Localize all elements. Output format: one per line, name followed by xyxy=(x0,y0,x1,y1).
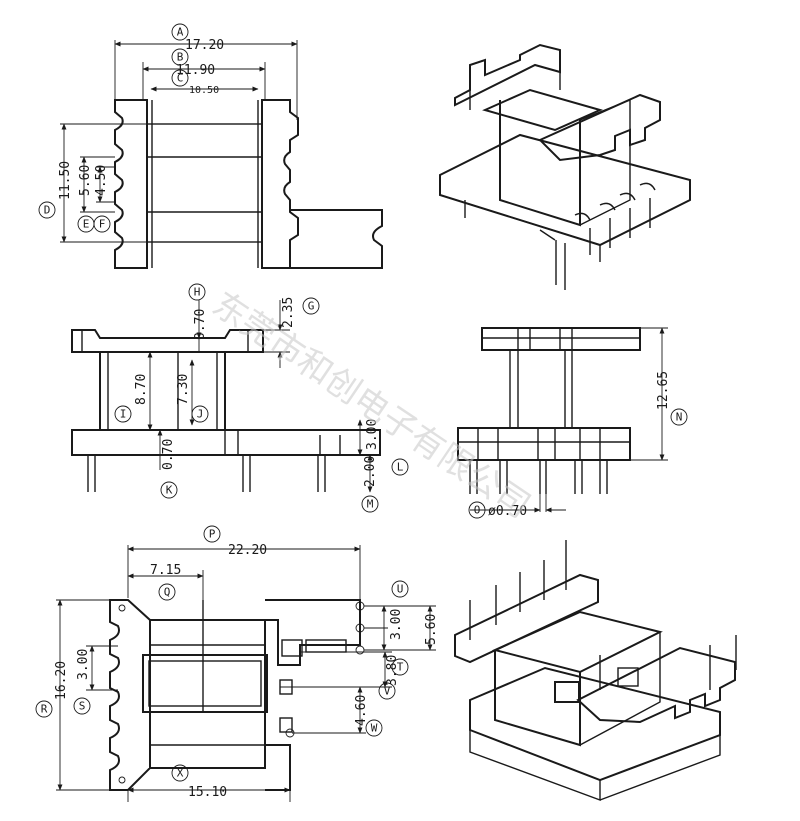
dim-i: 8.70 xyxy=(134,374,149,405)
dim-d: 11.50 xyxy=(58,161,73,200)
dim-l: 3.00 xyxy=(365,419,380,450)
bottom-view: 22.20 P 7.15 Q 16.20 R xyxy=(35,525,439,802)
callout-g: G xyxy=(308,300,315,313)
dim-x: 15.10 xyxy=(188,785,227,800)
dim-u2: 5.60 xyxy=(424,614,439,645)
isometric-view-top xyxy=(439,43,691,290)
callout-q: Q xyxy=(164,586,171,599)
dim-p: 22.20 xyxy=(228,543,267,558)
callout-u: U xyxy=(397,583,404,596)
dim-h: 0.70 xyxy=(193,309,208,340)
callout-n: N xyxy=(676,411,683,424)
callout-v: V xyxy=(384,685,391,698)
dim-n: 12.65 xyxy=(656,371,671,410)
dim-o: ø0.70 xyxy=(488,504,527,519)
dim-q: 7.15 xyxy=(150,563,181,578)
callout-s: S xyxy=(79,700,86,713)
dim-r: 16.20 xyxy=(54,661,69,700)
dim-a: 17.20 xyxy=(185,38,224,53)
callout-c: C xyxy=(177,72,184,85)
callout-m: M xyxy=(367,498,374,511)
front-view: 8.70 7.30 0.70 2.35 0.70 3.00 2.00 H G I… xyxy=(71,283,409,513)
dim-b: 11.90 xyxy=(176,63,215,78)
dim-j: 7.30 xyxy=(176,374,191,405)
callout-b: B xyxy=(177,51,184,64)
callout-i: I xyxy=(120,408,127,421)
side-view: 12.65 N ø0.70 O xyxy=(457,327,688,519)
dim-e: 5.60 xyxy=(78,165,93,196)
dim-c: 10.50 xyxy=(189,85,219,96)
dim-u: 3.00 xyxy=(389,609,404,640)
dim-f: 4.50 xyxy=(94,165,109,196)
callout-h: H xyxy=(194,286,201,299)
callout-l: L xyxy=(397,461,404,474)
callout-x: X xyxy=(177,767,184,780)
watermark-text: 东莞市和创电子有限公司 xyxy=(205,284,537,526)
callout-e: E xyxy=(83,218,90,231)
callout-p: P xyxy=(209,528,216,541)
top-view: 17.20 11.90 10.50 11.50 5.60 4.50 xyxy=(38,23,383,269)
dim-k: 0.70 xyxy=(161,439,176,470)
dim-g: 2.35 xyxy=(281,297,296,328)
isometric-view-bottom xyxy=(454,540,737,802)
callout-f: F xyxy=(99,218,106,231)
callout-r: R xyxy=(41,703,48,716)
callout-a: A xyxy=(177,26,184,39)
callout-t: T xyxy=(397,661,404,674)
callout-o: O xyxy=(474,504,481,517)
dim-s: 3.00 xyxy=(76,649,91,680)
callout-d: D xyxy=(44,204,51,217)
dim-v: 4.60 xyxy=(354,695,369,726)
callout-j: J xyxy=(197,408,204,421)
callout-w: W xyxy=(371,722,378,735)
callout-k: K xyxy=(166,484,173,497)
dim-m: 2.00 xyxy=(363,456,378,487)
